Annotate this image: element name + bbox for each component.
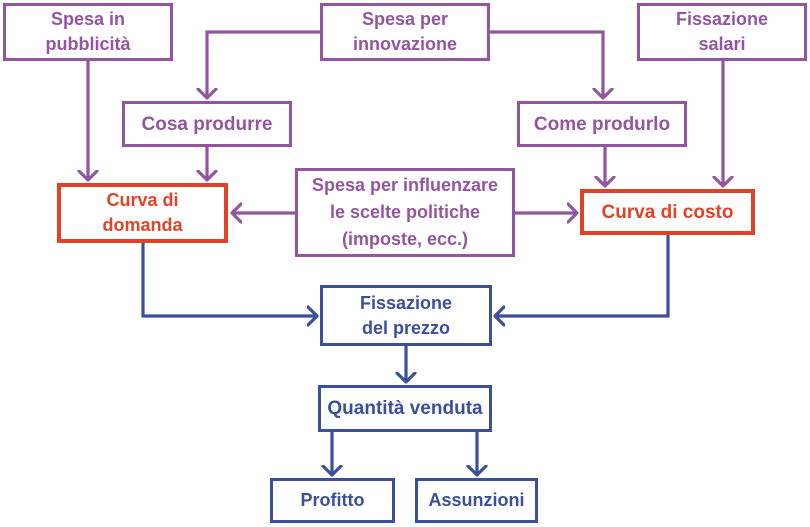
node-cosa-produrre: Cosa produrre bbox=[122, 101, 292, 147]
node-spesa-in-pubblicita: Spesa in pubblicità bbox=[3, 3, 173, 61]
node-label: Fissazione del prezzo bbox=[359, 292, 453, 338]
node-label: Come produrlo bbox=[533, 113, 671, 135]
node-assunzioni: Assunzioni bbox=[415, 478, 538, 523]
node-label: Assunzioni bbox=[428, 490, 525, 510]
edge-curva-costo-to-fissazione-prezzo bbox=[495, 235, 670, 316]
node-label: Spesa per influenzare le scelte politich… bbox=[311, 175, 499, 249]
edge-curva-domanda-to-fissazione-prezzo bbox=[141, 243, 317, 316]
edge-spesa-innovazione-to-cosa-produrre bbox=[207, 30, 320, 98]
node-label: Curva di domanda bbox=[102, 190, 183, 235]
node-label: Fissazione salari bbox=[675, 9, 769, 54]
node-fissazione-salari: Fissazione salari bbox=[637, 3, 807, 61]
node-curva-di-domanda: Curva di domanda bbox=[57, 183, 228, 243]
edge-spesa-innovazione-to-come-produrlo bbox=[490, 30, 603, 98]
node-label: Spesa in pubblicità bbox=[45, 9, 131, 54]
node-label: Spesa per innovazione bbox=[352, 9, 457, 54]
node-come-produrlo: Come produrlo bbox=[517, 101, 687, 147]
node-label: Profitto bbox=[300, 490, 365, 510]
node-profitto: Profitto bbox=[270, 478, 395, 523]
node-label: Curva di costo bbox=[601, 201, 734, 223]
node-spesa-per-innovazione: Spesa per innovazione bbox=[320, 3, 490, 61]
node-label: Quantità venduta bbox=[327, 398, 483, 419]
node-fissazione-del-prezzo: Fissazione del prezzo bbox=[320, 285, 492, 346]
node-curva-di-costo: Curva di costo bbox=[580, 189, 755, 235]
node-label: Cosa produrre bbox=[141, 113, 273, 135]
node-spesa-per-influenzare: Spesa per influenzare le scelte politich… bbox=[295, 168, 515, 257]
node-quantita-venduta: Quantità venduta bbox=[318, 385, 492, 432]
